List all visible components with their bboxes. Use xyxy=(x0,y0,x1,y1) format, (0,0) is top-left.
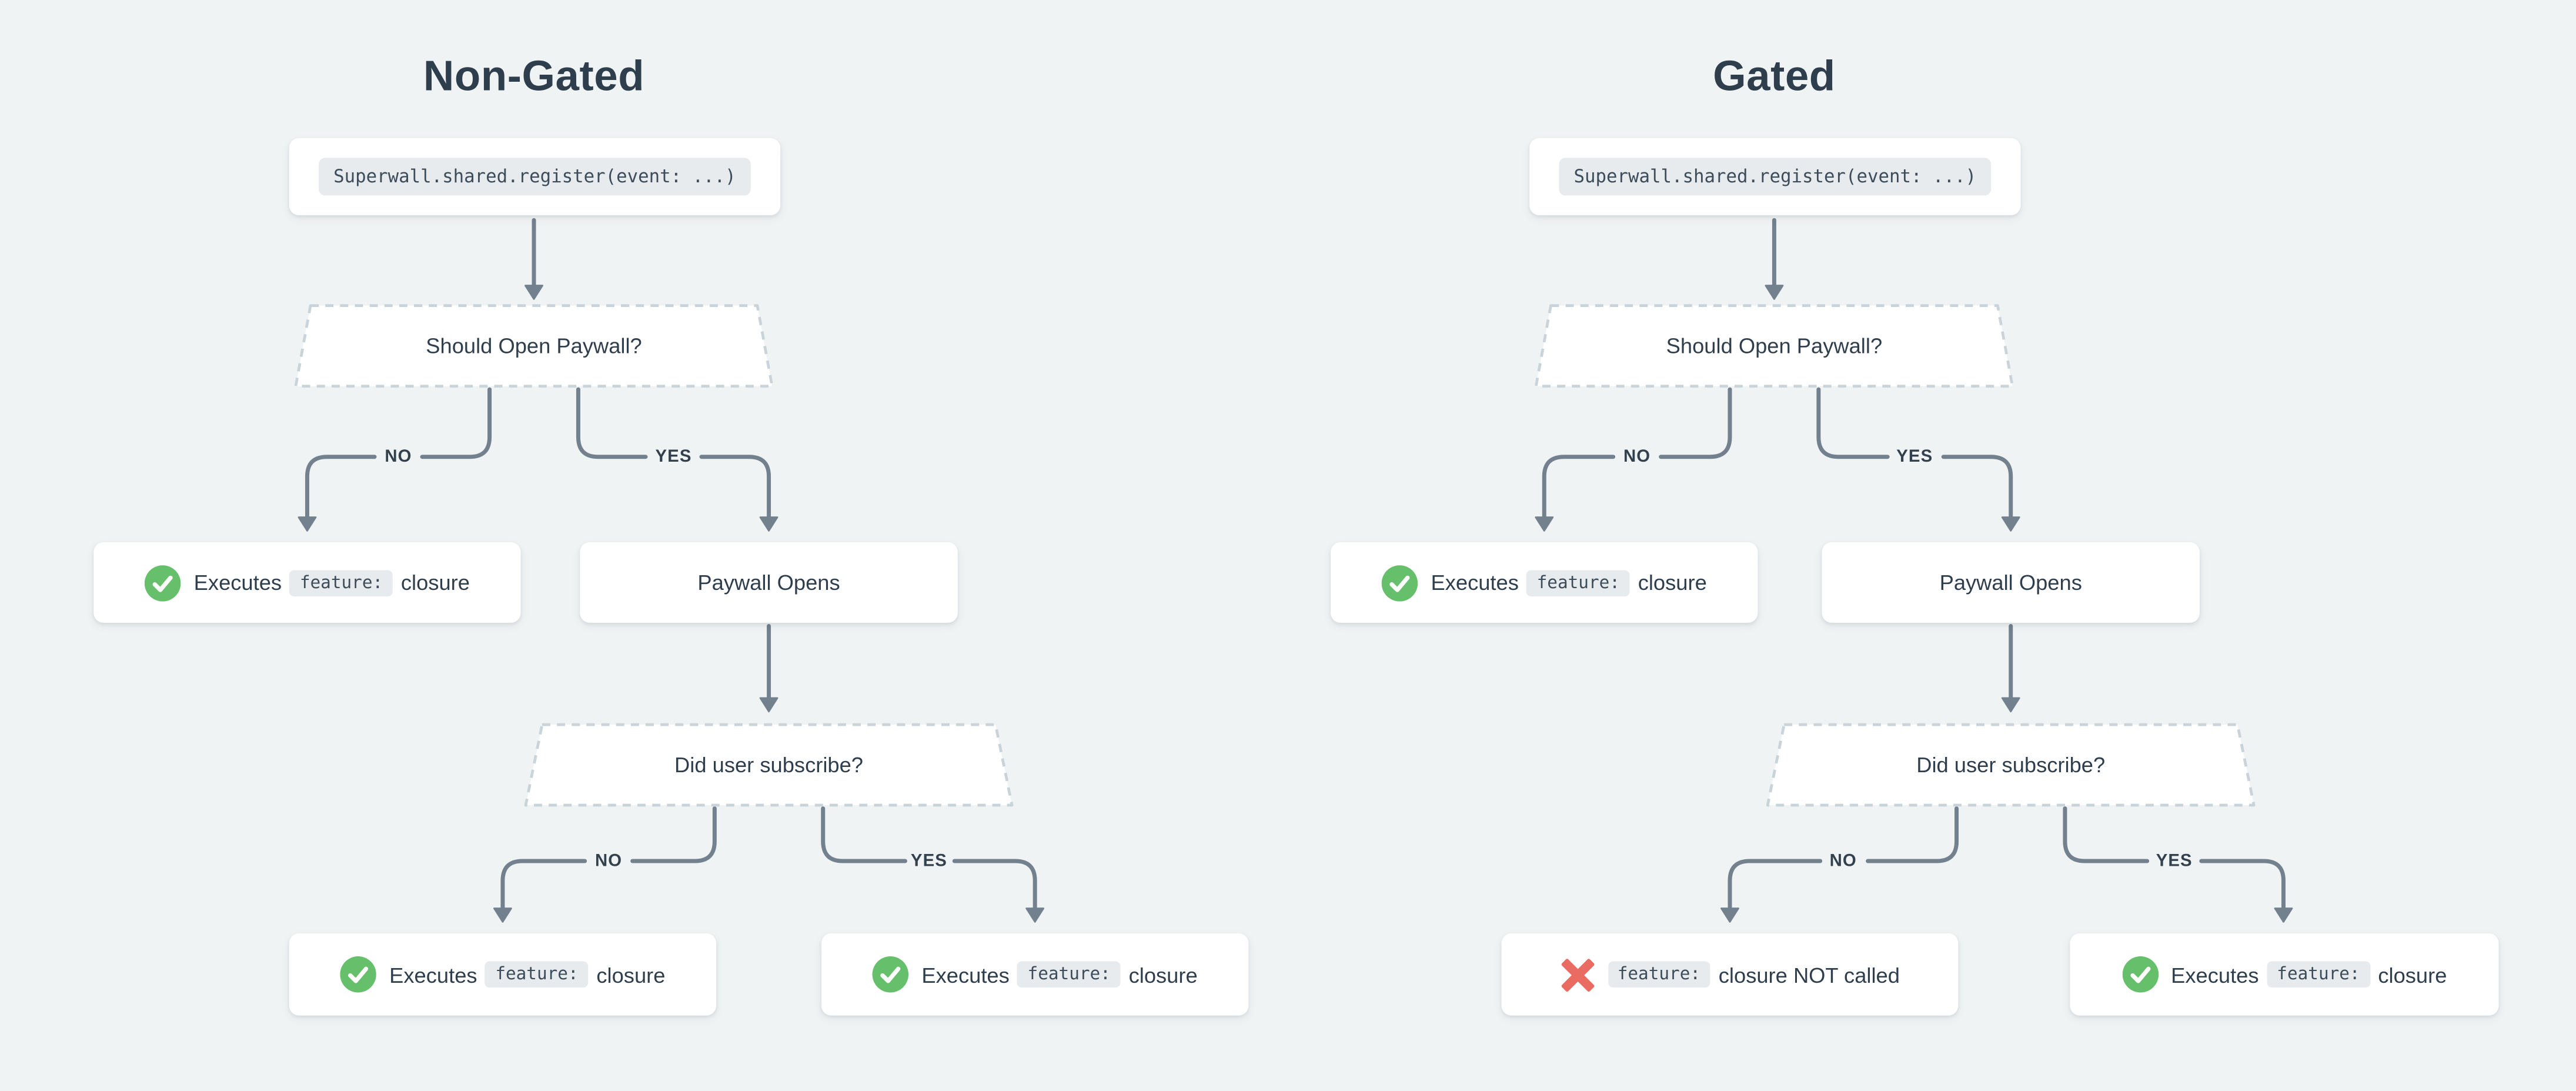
edge-label-no: NO xyxy=(1623,446,1651,467)
decision-question: Should Open Paywall? xyxy=(1666,333,1883,359)
decision-should-open-paywall: Should Open Paywall? xyxy=(294,304,774,388)
feature-code-chip: feature: xyxy=(1017,961,1121,988)
edge-label-no: NO xyxy=(595,851,623,871)
check-circle-icon xyxy=(872,956,909,993)
edge-register-to-decision1 xyxy=(524,218,543,300)
edge-decision2-yes-gated xyxy=(2063,806,2293,923)
result-suffix: closure xyxy=(400,570,470,595)
edge-label-no: NO xyxy=(1829,851,1857,871)
edge-paywall-to-decision2 xyxy=(759,623,779,713)
column-title-non-gated: Non-Gated xyxy=(423,51,645,101)
result-suffix: closure xyxy=(596,962,666,987)
edge-decision1-no xyxy=(298,387,492,532)
edge-register-to-decision1-gated xyxy=(1765,218,1784,300)
result-text: Executes feature: closure xyxy=(389,961,666,988)
paywall-opens-label: Paywall Opens xyxy=(697,570,840,595)
register-call-card: Superwall.shared.register(event: ...) xyxy=(1529,138,2021,216)
paywall-opens-card: Paywall Opens xyxy=(580,542,958,623)
result-card-feature-not-called: feature: closure NOT called xyxy=(1501,933,1959,1016)
result-text: Executes feature: closure xyxy=(2171,961,2447,988)
register-call-card: Superwall.shared.register(event: ...) xyxy=(289,138,781,216)
feature-code-chip: feature: xyxy=(1607,961,1710,988)
result-card-executes-feature: Executes feature: closure xyxy=(289,933,717,1016)
edge-decision1-no-gated xyxy=(1535,387,1732,532)
edge-decision1-yes-gated xyxy=(1816,387,2020,532)
check-circle-icon xyxy=(2121,956,2158,993)
edge-paywall-to-decision2-gated xyxy=(2001,623,2020,713)
edge-label-yes: YES xyxy=(910,851,947,871)
feature-code-chip: feature: xyxy=(290,569,393,596)
edge-label-yes: YES xyxy=(2156,851,2193,871)
edge-decision2-yes xyxy=(821,806,1045,923)
result-suffix: closure NOT called xyxy=(1718,962,1900,987)
edge-label-yes: YES xyxy=(1896,446,1933,467)
edge-label-yes: YES xyxy=(655,446,692,467)
result-text: Executes feature: closure xyxy=(194,569,470,596)
decision-question: Did user subscribe? xyxy=(674,752,864,778)
register-code-chip: Superwall.shared.register(event: ...) xyxy=(318,158,751,196)
result-suffix: closure xyxy=(2378,962,2447,987)
register-code-chip: Superwall.shared.register(event: ...) xyxy=(1559,158,1992,196)
result-suffix: closure xyxy=(1638,570,1707,595)
feature-code-chip: feature: xyxy=(1526,569,1630,596)
check-circle-icon xyxy=(1381,564,1418,601)
result-prefix: Executes xyxy=(389,962,477,987)
edge-decision1-yes xyxy=(576,387,779,532)
result-card-executes-feature: Executes feature: closure xyxy=(2070,933,2499,1016)
decision-did-user-subscribe: Did user subscribe? xyxy=(524,723,1014,807)
edge-decision2-no xyxy=(493,806,717,923)
result-card-executes-feature: Executes feature: closure xyxy=(1331,542,1758,623)
result-card-executes-feature: Executes feature: closure xyxy=(821,933,1249,1016)
x-mark-icon xyxy=(1560,957,1595,992)
column-title-gated: Gated xyxy=(1713,51,1836,101)
result-prefix: Executes xyxy=(921,962,1010,987)
result-prefix: Executes xyxy=(2171,962,2259,987)
result-text: feature: closure NOT called xyxy=(1607,961,1900,988)
result-prefix: Executes xyxy=(1431,570,1519,595)
decision-should-open-paywall: Should Open Paywall? xyxy=(1534,304,2014,388)
edge-label-no: NO xyxy=(385,446,412,467)
result-text: Executes feature: closure xyxy=(921,961,1198,988)
result-card-executes-feature: Executes feature: closure xyxy=(93,542,521,623)
result-suffix: closure xyxy=(1128,962,1198,987)
paywall-opens-card: Paywall Opens xyxy=(1822,542,2200,623)
result-text: Executes feature: closure xyxy=(1431,569,1707,596)
decision-question: Should Open Paywall? xyxy=(426,333,642,359)
feature-code-chip: feature: xyxy=(2267,961,2370,988)
paywall-opens-label: Paywall Opens xyxy=(1939,570,2082,595)
decision-did-user-subscribe: Did user subscribe? xyxy=(1766,723,2256,807)
edge-decision2-no-gated xyxy=(1720,806,1959,923)
decision-question: Did user subscribe? xyxy=(1916,752,2106,778)
check-circle-icon xyxy=(144,564,181,601)
check-circle-icon xyxy=(340,956,376,993)
result-prefix: Executes xyxy=(193,570,282,595)
feature-code-chip: feature: xyxy=(485,961,589,988)
